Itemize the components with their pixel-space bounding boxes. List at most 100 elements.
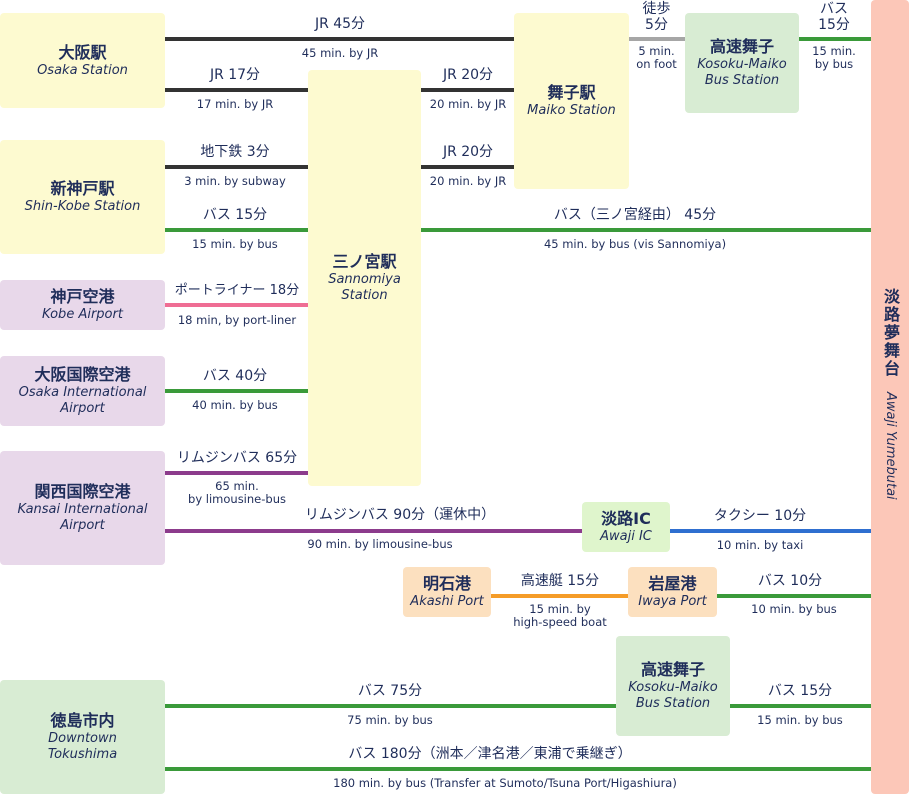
route-sublabel-iwaya-bus: 10 min. by bus	[751, 602, 837, 616]
node-itami-en-2: Airport	[60, 401, 105, 416]
route-label-itami-bus: バス 40分	[202, 368, 268, 384]
route-line-kansai-limo-65	[165, 471, 308, 475]
node-shinkobe-en: Shin-Kobe Station	[24, 199, 141, 214]
node-awaji-ic-jp: 淡路IC	[601, 509, 651, 528]
route-sublabel-kosoku-top-2: by bus	[814, 57, 854, 71]
route-line-kosoku-bus-top	[799, 37, 871, 41]
route-line-taxi	[670, 529, 871, 533]
route-sublabel-boat-1: 15 min. by	[529, 602, 591, 616]
node-maiko-en: Maiko Station	[527, 103, 616, 118]
route-label-shinkobe-bus: バス 15分	[202, 207, 268, 223]
node-itami-jp: 大阪国際空港	[34, 365, 131, 384]
node-osaka-intl-airport[interactable]: 大阪国際空港 Osaka International Airport	[0, 356, 165, 426]
route-label-walk-2: 5分	[645, 17, 668, 33]
route-line-iwaya-bus	[717, 594, 871, 598]
route-sublabel-kansai-limo-65-2: by limousine-bus	[188, 492, 286, 506]
node-akashi-jp: 明石港	[422, 574, 471, 593]
node-kosoku-maiko-top[interactable]: 高速舞子 Kosoku-Maiko Bus Station	[685, 13, 799, 113]
node-awaji-ic[interactable]: 淡路IC Awaji IC	[582, 502, 670, 552]
node-kosoku-bottom-jp: 高速舞子	[640, 660, 705, 679]
route-label-sannomiya-bus: バス（三ノ宮経由） 45分	[553, 207, 717, 223]
route-label-boat: 高速艇 15分	[520, 573, 600, 589]
node-sannomiya-jp: 三ノ宮駅	[332, 252, 397, 271]
route-sublabel-shinkobe-bus: 15 min. by bus	[192, 237, 278, 251]
node-sannomiya-en-2: Station	[341, 288, 388, 303]
route-sublabel-sannomiya-bus: 45 min. by bus (vis Sannomiya)	[543, 237, 727, 251]
node-osaka-station[interactable]: 大阪駅 Osaka Station	[0, 13, 165, 108]
route-label-kosoku-bottom: バス 15分	[767, 683, 833, 699]
node-maiko-station[interactable]: 舞子駅 Maiko Station	[514, 13, 629, 189]
route-label-sannomiya-maiko-2: JR 20分	[442, 144, 494, 160]
node-shinkobe-jp: 新神戸駅	[50, 179, 115, 198]
route-line-shinkobe-bus	[165, 228, 308, 232]
route-sublabel-osaka-sannomiya: 17 min. by JR	[196, 97, 274, 111]
route-line-tokushima-bus-75	[165, 704, 617, 708]
route-sublabel-walk-2: on foot	[636, 57, 677, 71]
node-downtown-tokushima[interactable]: 徳島市内 Downtown Tokushima	[0, 680, 165, 794]
route-label-osaka-maiko: JR 45分	[314, 16, 366, 32]
node-kansai-jp: 関西国際空港	[34, 482, 131, 501]
route-sublabel-kansai-limo-65-1: 65 min.	[215, 479, 259, 493]
route-sublabel-osaka-maiko: 45 min. by JR	[301, 46, 379, 60]
node-yumebutai-jp: 淡路夢舞台	[881, 288, 900, 378]
route-label-walk-1: 徒歩	[642, 1, 671, 17]
node-iwaya-port[interactable]: 岩屋港 Iwaya Port	[628, 567, 717, 617]
node-kobe-airport-jp: 神戸空港	[50, 287, 115, 306]
route-line-walk	[628, 37, 685, 41]
route-sublabel-portliner: 18 min, by port-liner	[177, 313, 297, 327]
route-line-kansai-limo-90	[165, 529, 583, 533]
route-label-osaka-sannomiya: JR 17分	[209, 67, 261, 83]
node-tokushima-jp: 徳島市内	[50, 711, 115, 730]
node-tokushima-en-1: Downtown	[48, 731, 117, 746]
node-sannomiya-station[interactable]: 三ノ宮駅 Sannomiya Station	[308, 70, 421, 486]
route-label-shinkobe-subway: 地下鉄 3分	[200, 144, 270, 160]
node-akashi-port[interactable]: 明石港 Akashi Port	[403, 567, 491, 617]
node-kansai-en-2: Airport	[60, 518, 105, 533]
node-kosoku-top-en-2: Bus Station	[704, 73, 780, 88]
route-sublabel-kosoku-top-1: 15 min.	[812, 44, 856, 58]
route-sublabel-kosoku-bottom: 15 min. by bus	[757, 713, 843, 727]
node-shinkobe-station[interactable]: 新神戸駅 Shin-Kobe Station	[0, 140, 165, 254]
node-kansai-en-1: Kansai International	[17, 502, 148, 517]
route-line-sannomiya-maiko-1	[421, 88, 515, 92]
node-awaji-yumebutai[interactable]: 淡路夢舞台 Awaji Yumebutai	[871, 0, 909, 794]
node-iwaya-jp: 岩屋港	[648, 574, 697, 593]
route-sublabel-kansai-limo-90: 90 min. by limousine-bus	[307, 537, 453, 551]
route-label-kansai-limo-65: リムジンバス 65分	[176, 450, 298, 466]
route-line-tokushima-bus-180	[165, 767, 871, 771]
node-itami-en-1: Osaka International	[18, 385, 147, 400]
route-sublabel-tokushima-bus-75: 75 min. by bus	[347, 713, 433, 727]
node-kansai-intl-airport[interactable]: 関西国際空港 Kansai International Airport	[0, 451, 165, 565]
route-line-kosoku-bus-bottom	[730, 704, 871, 708]
node-kosoku-top-en-1: Kosoku-Maiko	[697, 57, 787, 72]
node-osaka-jp: 大阪駅	[58, 42, 107, 62]
route-sublabel-taxi: 10 min. by taxi	[716, 538, 804, 552]
node-iwaya-en: Iwaya Port	[638, 594, 707, 609]
node-yumebutai-en: Awaji Yumebutai	[883, 392, 898, 500]
node-kobe-airport-en: Kobe Airport	[42, 307, 123, 322]
route-label-kosoku-top-2: 15分	[818, 17, 850, 33]
route-label-kansai-limo-90: リムジンバス 90分（運休中）	[304, 507, 496, 523]
route-line-sannomiya-maiko-2	[421, 165, 515, 169]
node-osaka-en: Osaka Station	[37, 62, 128, 78]
node-sannomiya-en-1: Sannomiya	[328, 272, 401, 287]
route-label-taxi: タクシー 10分	[713, 508, 807, 524]
route-label-iwaya-bus: バス 10分	[757, 573, 823, 589]
node-kosoku-maiko-bottom[interactable]: 高速舞子 Kosoku-Maiko Bus Station	[616, 636, 730, 736]
route-line-osaka-maiko	[165, 37, 515, 41]
route-line-shinkobe-subway	[165, 165, 308, 169]
route-sublabel-boat-2: high-speed boat	[513, 615, 607, 629]
node-kosoku-bottom-en-1: Kosoku-Maiko	[628, 680, 718, 695]
node-awaji-ic-en: Awaji IC	[600, 529, 652, 544]
route-label-kosoku-top-1: バス	[820, 1, 848, 17]
route-line-itami-bus	[165, 389, 308, 393]
route-sublabel-sannomiya-maiko-2: 20 min. by JR	[429, 174, 507, 188]
node-tokushima-en-2: Tokushima	[47, 747, 118, 762]
route-label-tokushima-bus-75: バス 75分	[357, 683, 423, 699]
route-label-portliner: ポートライナー 18分	[174, 283, 300, 298]
node-kobe-airport[interactable]: 神戸空港 Kobe Airport	[0, 280, 165, 330]
node-akashi-en: Akashi Port	[410, 594, 484, 609]
route-line-sannomiya-bus	[421, 228, 871, 232]
route-line-osaka-sannomiya	[165, 88, 308, 92]
route-label-sannomiya-maiko-1: JR 20分	[442, 67, 494, 83]
